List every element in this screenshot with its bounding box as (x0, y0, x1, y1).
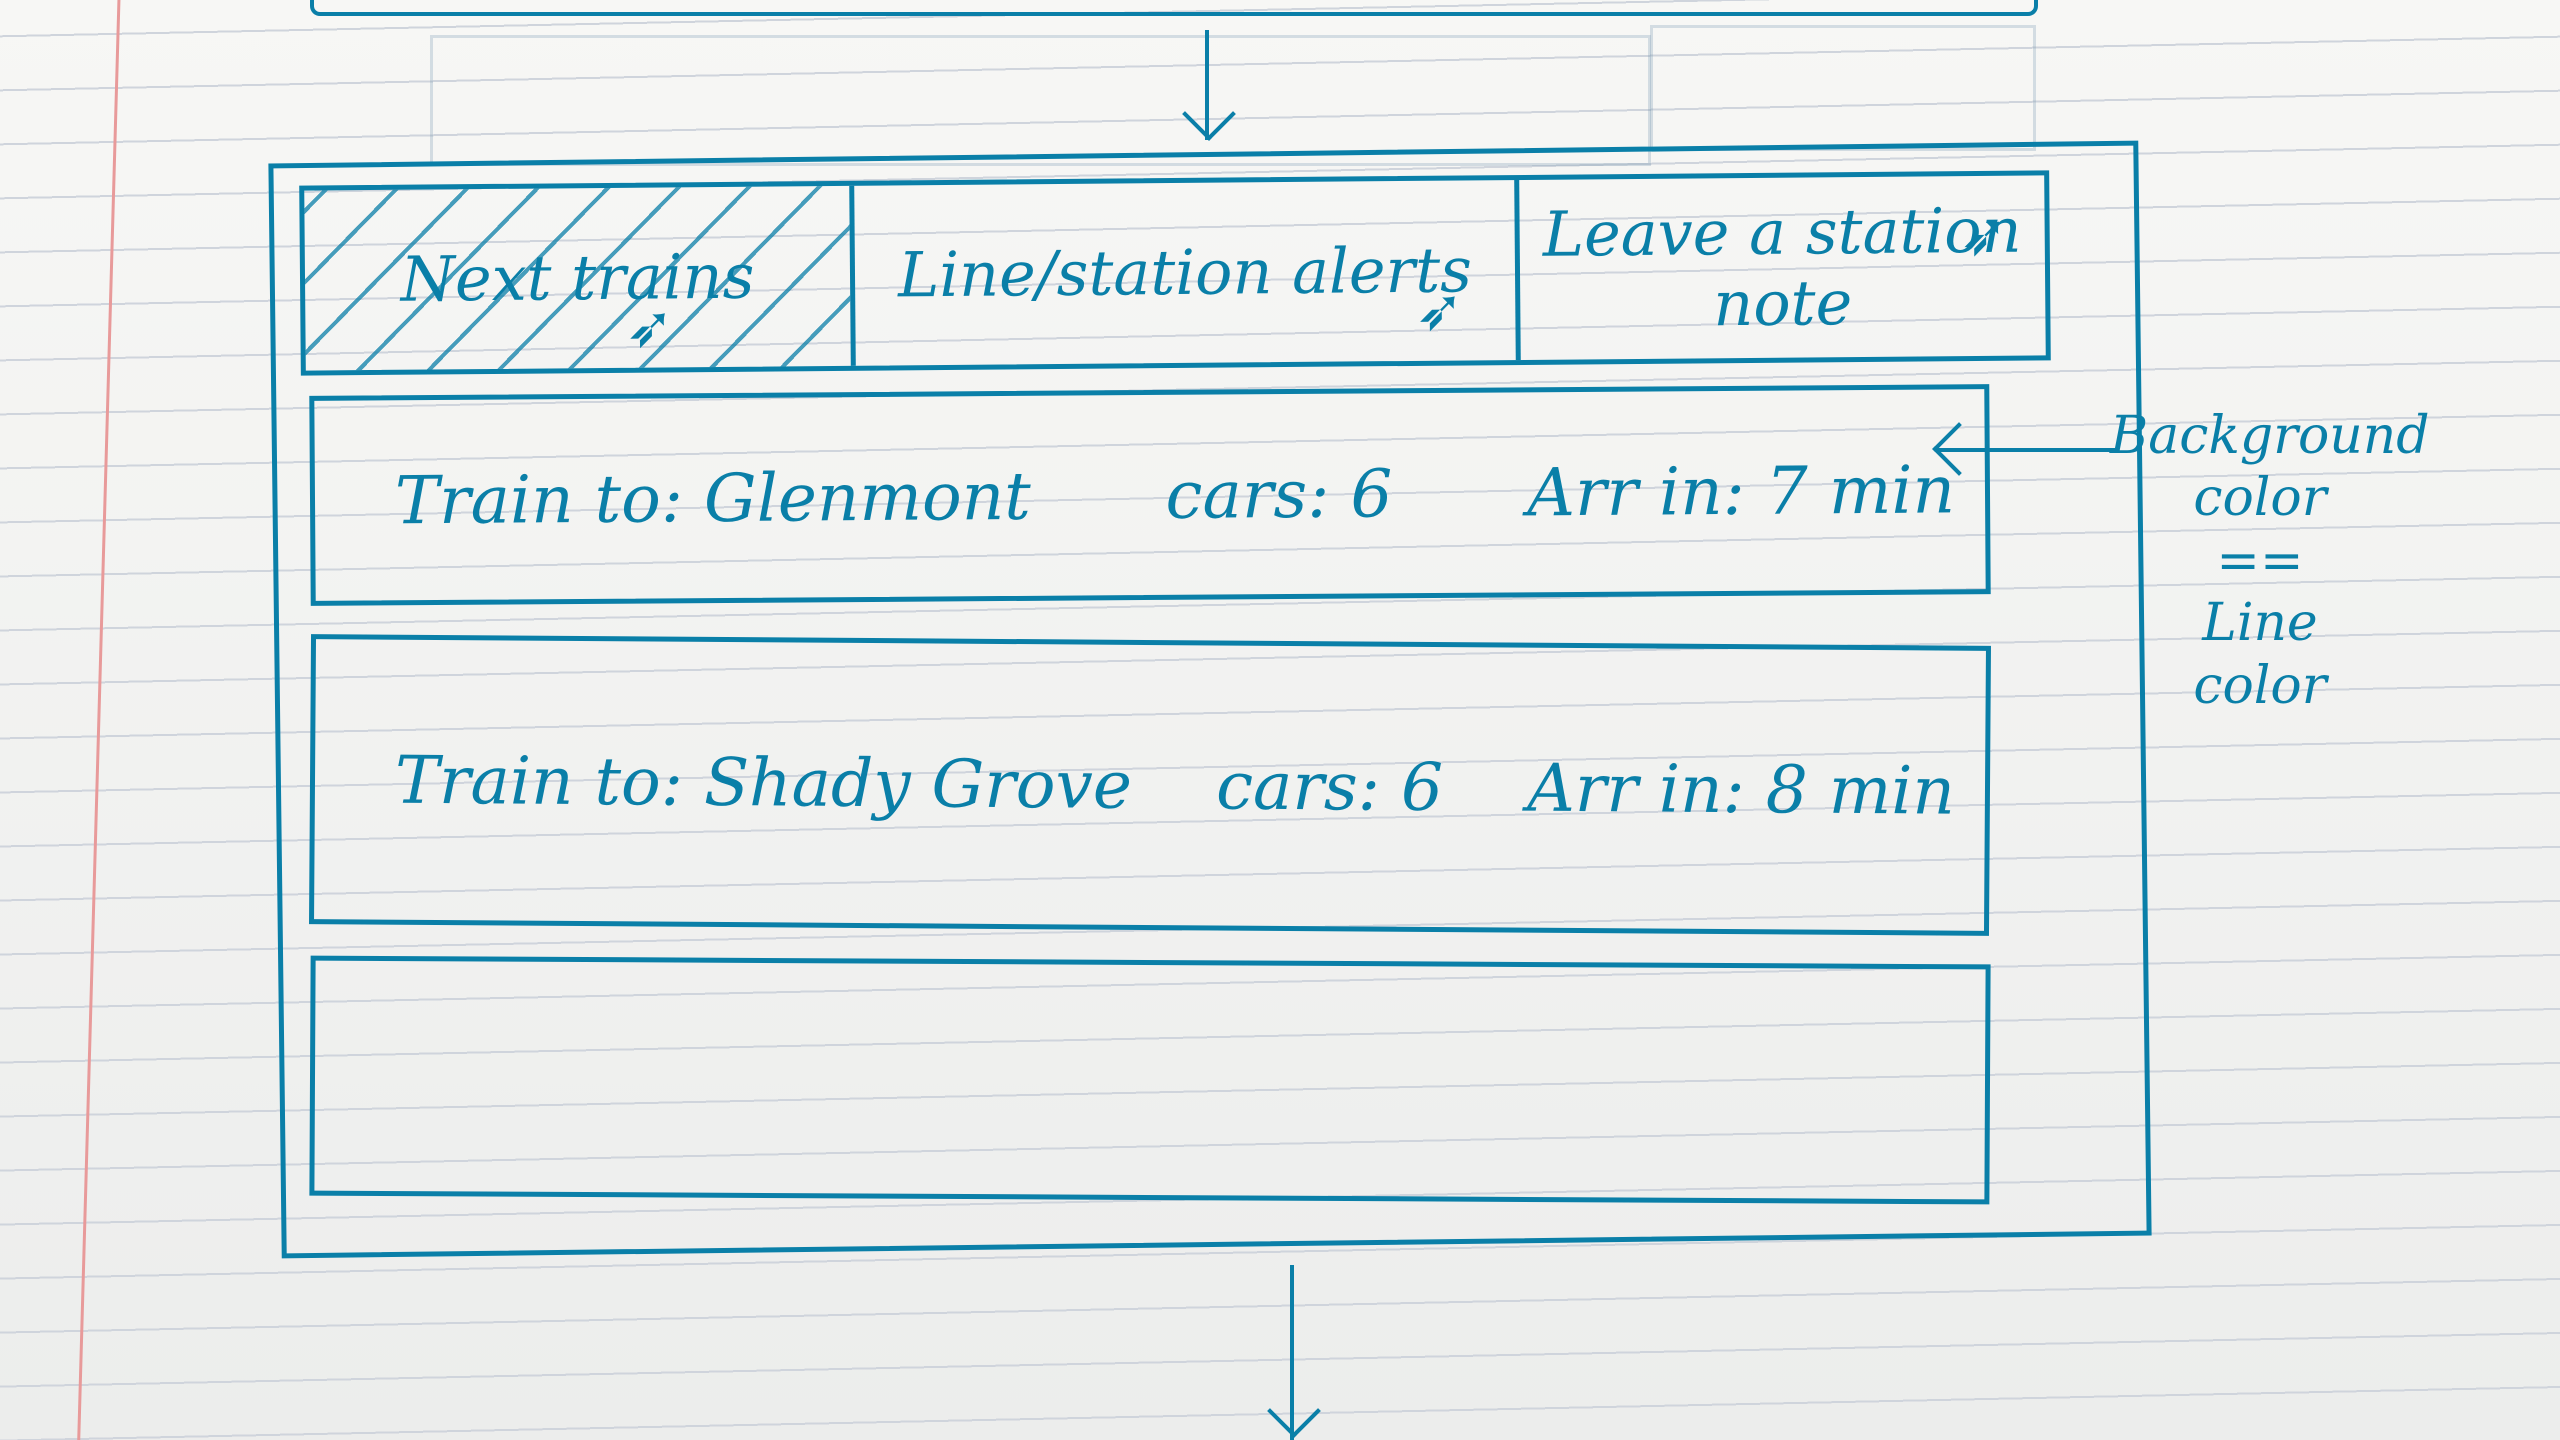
tab-bar: Next trains ➶ Line/station alerts ➶ Leav… (299, 170, 2051, 376)
annotation-line: == (2216, 530, 2304, 591)
tab-leave-station-note[interactable]: Leave a station note ➶ (1514, 175, 2046, 361)
faint-previous-sketch-note (1650, 25, 2036, 151)
annotation-line: Background (2110, 406, 2430, 466)
train-arrival: Arr in: 8 min (1526, 749, 1956, 830)
tab-next-trains-label: Next trains (400, 240, 755, 317)
tab-next-trains[interactable]: Next trains ➶ (304, 185, 851, 371)
design-annotation: Background color == Line color (2110, 405, 2430, 717)
train-card[interactable]: Train to: Glenmont cars: 6 Arr in: 7 min (309, 384, 1991, 606)
annotation-line: Line (2202, 593, 2318, 654)
down-arrow-head (1267, 1384, 1321, 1438)
pointer-cursor-icon: ➶ (1959, 200, 2009, 270)
annotation-arrow-line (1935, 448, 2115, 452)
train-cars: cars: 6 (1215, 746, 1444, 826)
pointer-cursor-icon: ➶ (1415, 275, 1465, 344)
train-destination: Train to: Shady Grove (394, 741, 1133, 824)
down-arrow-head (1182, 87, 1236, 141)
train-arrival: Arr in: 7 min (1526, 450, 1956, 531)
down-arrow-icon (1205, 30, 1209, 140)
train-card[interactable]: Train to: Shady Grove cars: 6 Arr in: 8 … (309, 634, 1991, 936)
pointer-cursor-icon: ➶ (625, 292, 675, 361)
tab-leave-station-note-label: Leave a station note (1542, 193, 2022, 341)
down-arrow-icon (1290, 1265, 1294, 1440)
train-destination: Train to: Glenmont (394, 457, 1032, 539)
tab-line-station-alerts[interactable]: Line/station alerts ➶ (849, 180, 1516, 366)
train-cars: cars: 6 (1165, 454, 1393, 534)
tab-line-station-alerts-label: Line/station alerts (897, 233, 1473, 312)
faint-previous-sketch (430, 35, 1651, 166)
previous-screen-edge (310, 0, 2038, 16)
empty-train-card[interactable] (309, 955, 1991, 1205)
annotation-line: color (2193, 655, 2327, 716)
annotation-line: color (2193, 468, 2327, 529)
